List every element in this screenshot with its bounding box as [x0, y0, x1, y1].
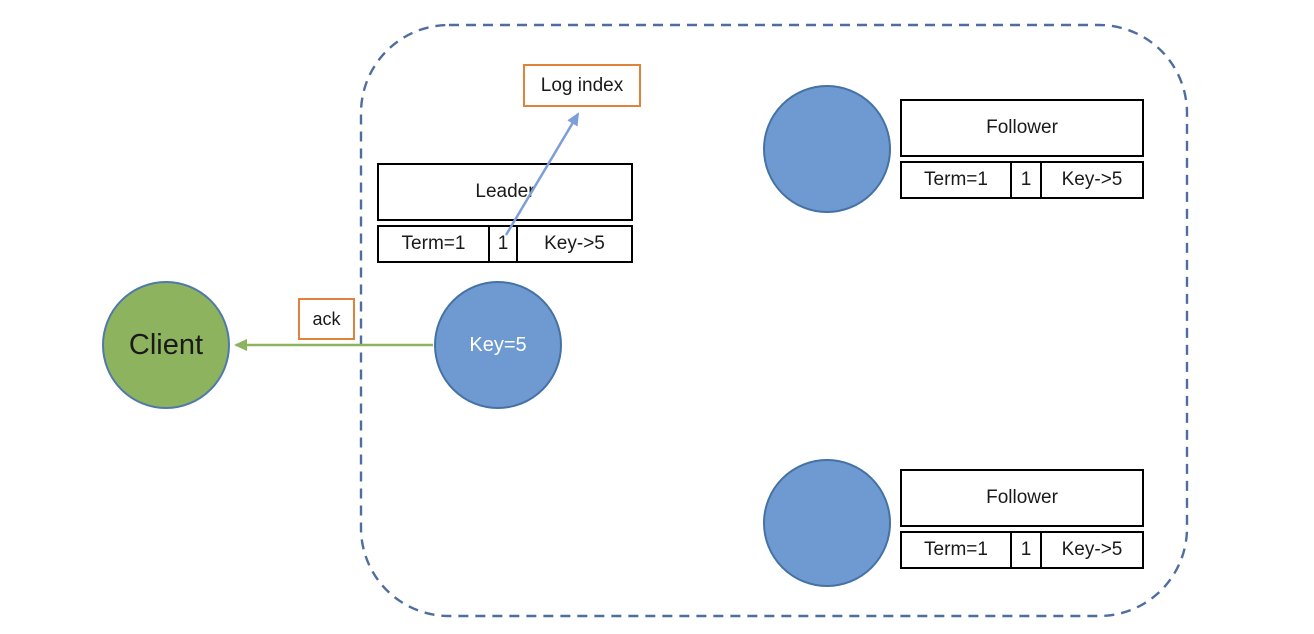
- follower-top-row: Term=1 1 Key->5: [900, 161, 1144, 199]
- leader-logindex-cell: 1: [490, 225, 518, 263]
- leader-term-cell: Term=1: [377, 225, 490, 263]
- follower-top-keyvalue-cell: Key->5: [1042, 161, 1144, 199]
- log-index-callout-text: Log index: [540, 74, 624, 96]
- leader-table: Leader Term=1 1 Key->5: [377, 163, 633, 263]
- follower-top-title: Follower: [900, 99, 1144, 157]
- follower-bottom-logindex-cell: 1: [1012, 531, 1042, 569]
- follower-bottom-term-cell: Term=1: [900, 531, 1012, 569]
- follower-node-bottom: [763, 459, 891, 587]
- client-node: Client: [102, 281, 230, 409]
- follower-table-top: Follower Term=1 1 Key->5: [900, 99, 1144, 199]
- client-label: Client: [128, 328, 204, 361]
- log-index-callout: Log index: [523, 64, 641, 107]
- follower-bottom-row: Term=1 1 Key->5: [900, 531, 1144, 569]
- follower-table-bottom: Follower Term=1 1 Key->5: [900, 469, 1144, 569]
- leader-keyvalue-cell: Key->5: [518, 225, 633, 263]
- ack-callout-text: ack: [312, 308, 341, 329]
- leader-table-title: Leader: [377, 163, 633, 221]
- follower-top-term-cell: Term=1: [900, 161, 1012, 199]
- follower-bottom-title: Follower: [900, 469, 1144, 527]
- leader-table-row: Term=1 1 Key->5: [377, 225, 633, 263]
- follower-node-top: [763, 85, 891, 213]
- ack-callout: ack: [298, 298, 355, 340]
- follower-top-logindex-cell: 1: [1012, 161, 1042, 199]
- key-entry-label: Key=5: [469, 333, 527, 356]
- key-entry-node: Key=5: [434, 281, 562, 409]
- follower-bottom-keyvalue-cell: Key->5: [1042, 531, 1144, 569]
